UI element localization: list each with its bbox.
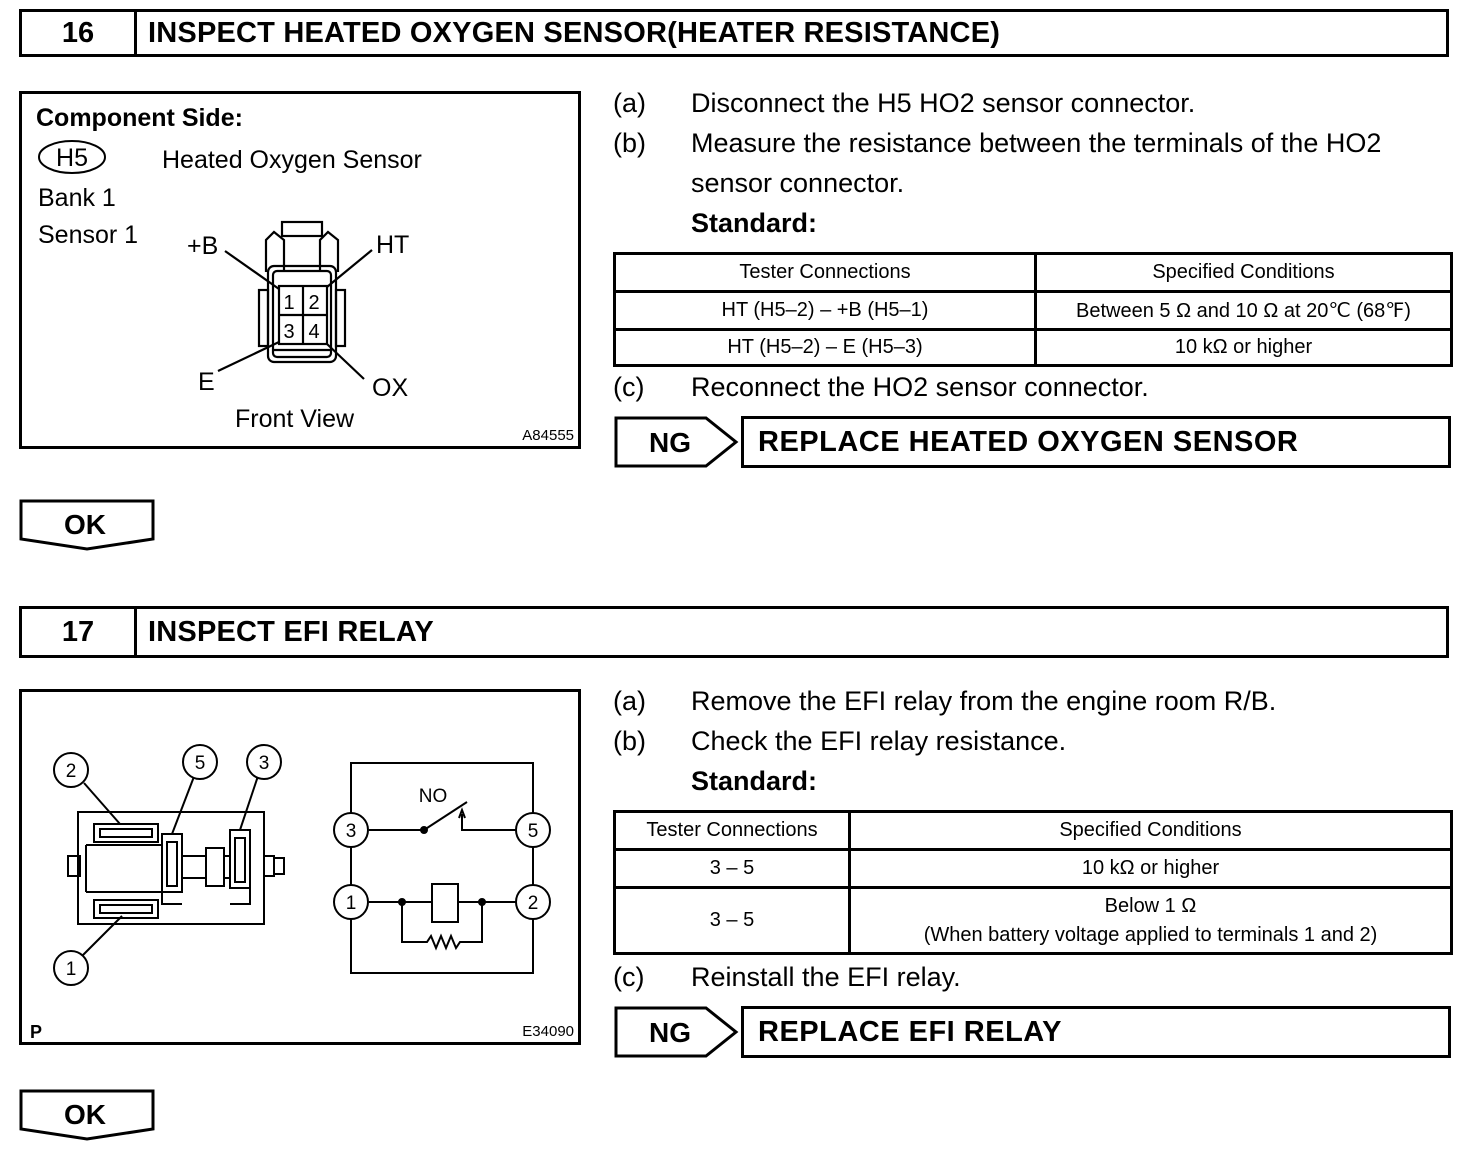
component-name: Heated Oxygen Sensor: [162, 146, 422, 174]
table-cell: Between 5 Ω and 10 Ω at 20℃ (68℉): [1034, 290, 1453, 331]
ok-arrow-button: OK: [19, 499, 155, 551]
front-view-label: Front View: [235, 405, 355, 433]
figure-id: A84555: [522, 427, 574, 444]
table-cell: 10 kΩ or higher: [1034, 328, 1453, 367]
pin-1: 1: [283, 292, 294, 314]
connector-figure: Component Side: H5 Heated Oxygen Sensor …: [19, 91, 581, 449]
terminal-callouts: [53, 744, 282, 986]
table-cell-line: Below 1 Ω: [1104, 894, 1197, 917]
schematic-terminal-1: 1: [346, 893, 357, 914]
ng-label: NG: [649, 427, 691, 458]
terminal-2-callout: 2: [66, 761, 77, 782]
switch-no-label: NO: [419, 786, 448, 807]
schematic-terminal-2: 2: [528, 893, 539, 914]
relay-schematic: [350, 762, 534, 974]
schematic-terminal-5: 5: [528, 821, 539, 842]
table-cell: 3 – 5: [613, 848, 851, 889]
table-cell: HT (H5–2) – E (H5–3): [613, 328, 1037, 367]
step-title: INSPECT HEATED OXYGEN SENSOR(HEATER RESI…: [148, 16, 1001, 49]
ok-label: OK: [64, 1099, 106, 1130]
relay-body: [67, 773, 285, 957]
table-header: Specified Conditions: [848, 810, 1453, 851]
relay-figure: 2 5 3 1 3 5 1 2 NO P: [19, 689, 581, 1045]
step-title: INSPECT EFI RELAY: [148, 615, 434, 648]
pin-label-plus-b: +B: [187, 232, 218, 260]
pin-4: 4: [308, 321, 319, 343]
table-row: 3 – 5 10 kΩ or higher: [613, 848, 1453, 889]
ng-arrow-tag: NG: [614, 416, 739, 468]
table-header-row: Tester Connections Specified Conditions: [613, 252, 1453, 293]
table-cell: 10 kΩ or higher: [848, 848, 1453, 889]
ng-arrow-tag: NG: [614, 1006, 739, 1058]
pin-label-e: E: [198, 368, 215, 396]
ok-arrow-button: OK: [19, 1089, 155, 1141]
terminal-5-callout: 5: [195, 753, 206, 774]
step-number: 16: [22, 12, 137, 54]
relay-diagram: 2 5 3 1 3 5 1 2 NO P: [30, 744, 574, 1042]
ng-action-box: REPLACE HEATED OXYGEN SENSOR: [741, 416, 1451, 468]
pin-label-ht: HT: [376, 231, 409, 259]
table-row: HT (H5–2) – +B (H5–1) Between 5 Ω and 10…: [613, 290, 1453, 331]
pin-2: 2: [308, 292, 319, 314]
connector-code-oval: [38, 140, 106, 174]
table-header-row: Tester Connections Specified Conditions: [613, 810, 1453, 851]
step-17-header: 17 INSPECT EFI RELAY: [19, 606, 1449, 658]
ng-action-box: REPLACE EFI RELAY: [741, 1006, 1451, 1058]
ok-label: OK: [64, 509, 106, 540]
pin-3: 3: [283, 321, 294, 343]
schematic-terminal-3: 3: [346, 821, 357, 842]
table-header: Tester Connections: [613, 252, 1037, 293]
component-side-heading: Component Side:: [36, 104, 243, 132]
terminal-3-callout: 3: [259, 753, 270, 774]
table-row: 3 – 5 Below 1 Ω (When battery voltage ap…: [613, 886, 1453, 955]
connector-diagram: Component Side: H5 Heated Oxygen Sensor …: [36, 104, 574, 444]
bank-label: Bank 1: [38, 184, 116, 212]
spec-table-17: Tester Connections Specified Conditions …: [613, 810, 1453, 955]
schematic-terminals: [333, 812, 551, 920]
table-cell: Below 1 Ω (When battery voltage applied …: [848, 886, 1453, 955]
pin-label-ox: OX: [372, 374, 408, 402]
table-cell-line: (When battery voltage applied to termina…: [923, 923, 1378, 946]
terminal-1-callout: 1: [66, 959, 77, 980]
table-header: Specified Conditions: [1034, 252, 1453, 293]
connector-code: H5: [56, 144, 88, 172]
step-number: 17: [22, 609, 137, 655]
table-cell: HT (H5–2) – +B (H5–1): [613, 290, 1037, 331]
connector-body: [217, 220, 373, 380]
sensor-label: Sensor 1: [38, 221, 138, 249]
table-header: Tester Connections: [613, 810, 851, 851]
figure-id: E34090: [522, 1023, 574, 1040]
table-row: HT (H5–2) – E (H5–3) 10 kΩ or higher: [613, 328, 1453, 367]
table-cell: 3 – 5: [613, 886, 851, 955]
ng-label: NG: [649, 1017, 691, 1048]
step-16-header: 16 INSPECT HEATED OXYGEN SENSOR(HEATER R…: [19, 9, 1449, 57]
spec-table-16: Tester Connections Specified Conditions …: [613, 252, 1453, 367]
corner-mark: P: [30, 1022, 42, 1042]
